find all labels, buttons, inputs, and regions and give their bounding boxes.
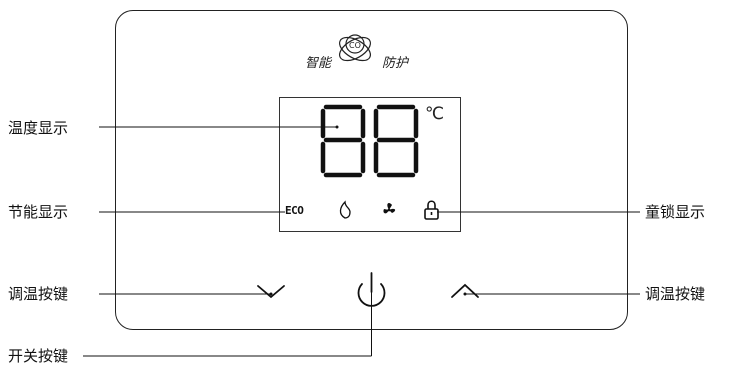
brand-left-text: 智能	[305, 56, 332, 71]
celsius-unit: ℃	[425, 104, 445, 124]
label-temp-adjust-left: 调温按键	[8, 285, 69, 303]
eco-indicator: ECO	[285, 204, 304, 217]
lcd-display	[279, 97, 461, 232]
brand-right-text: 防护	[382, 56, 409, 71]
label-eco-display: 节能显示	[8, 203, 69, 221]
label-power-button: 开关按键	[8, 347, 69, 365]
label-temp-adjust-right: 调温按键	[645, 285, 706, 303]
label-child-lock-display: 童锁显示	[645, 203, 706, 221]
label-temp-display: 温度显示	[8, 119, 69, 137]
